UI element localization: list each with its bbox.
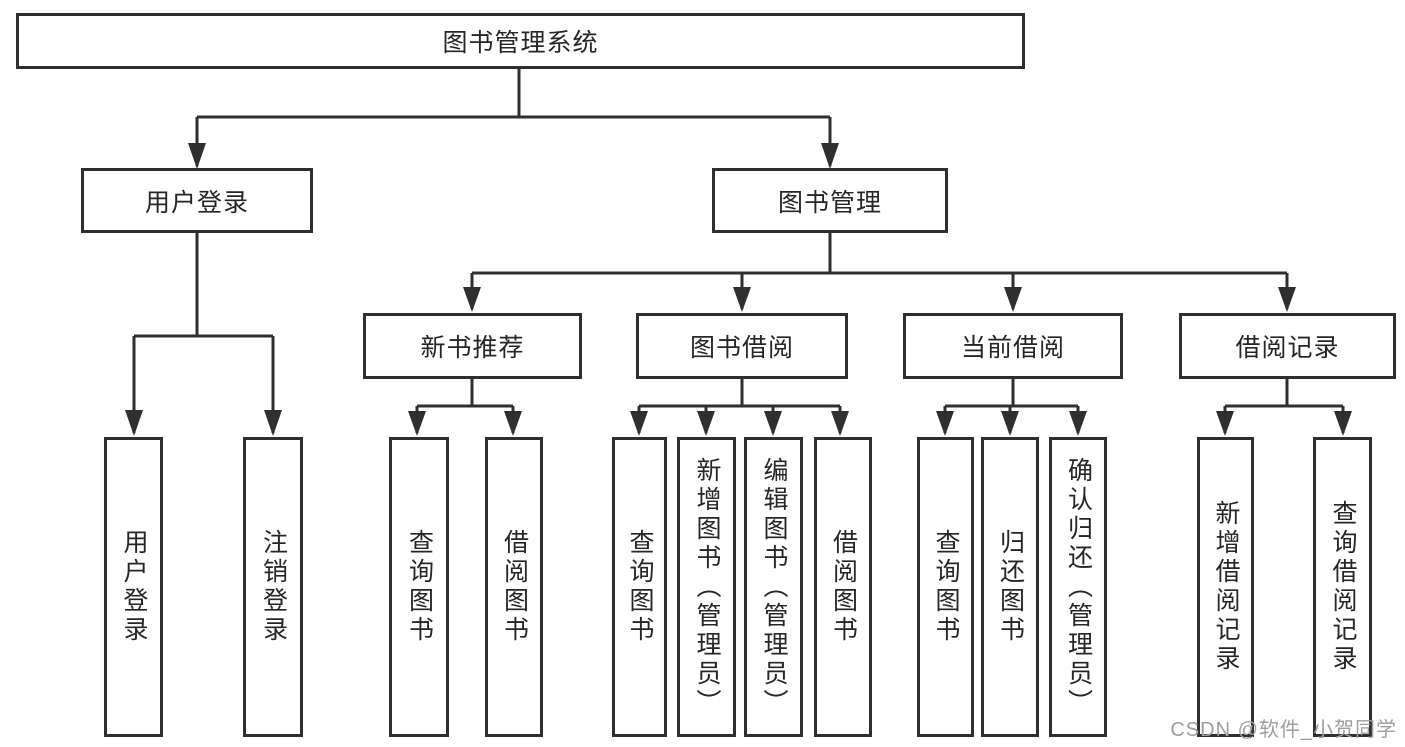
leaf-add-borrow-record: 新增借阅记录 (1197, 437, 1254, 737)
node-book-borrowing-label: 图书借阅 (689, 334, 794, 362)
node-book-management: 图书管理 (712, 168, 948, 233)
leaf-confirm-return-admin-label: 确认归还（管理员） (1064, 456, 1093, 718)
leaf-borrow-books-recommend-label: 借阅图书 (500, 529, 529, 645)
leaf-return-books: 归还图书 (981, 437, 1039, 737)
leaf-borrow-books-recommend: 借阅图书 (485, 437, 543, 737)
node-new-book-recommendation-label: 新书推荐 (420, 334, 525, 362)
leaf-user-login: 用户登录 (104, 437, 163, 737)
leaf-edit-books-admin-label: 编辑图书（管理员） (760, 456, 788, 718)
node-borrowing-records: 借阅记录 (1179, 313, 1396, 379)
leaf-edit-books-admin: 编辑图书（管理员） (744, 437, 803, 737)
node-current-borrowing: 当前借阅 (903, 313, 1123, 379)
node-user-login: 用户登录 (81, 168, 313, 233)
node-user-login-label: 用户登录 (144, 188, 249, 217)
node-library-system-label: 图书管理系统 (442, 29, 599, 57)
leaf-return-books-label: 归还图书 (996, 529, 1025, 645)
leaf-query-books-current-label: 查询图书 (932, 529, 960, 645)
leaf-confirm-return-admin: 确认归还（管理员） (1049, 437, 1107, 737)
node-current-borrowing-label: 当前借阅 (960, 334, 1065, 362)
leaf-logout: 注销登录 (243, 437, 303, 737)
node-new-book-recommendation: 新书推荐 (363, 313, 582, 379)
leaf-add-borrow-record-label: 新增借阅记录 (1212, 500, 1240, 674)
arrowheads (125, 143, 1352, 436)
leaf-borrow-books-label: 借阅图书 (829, 529, 858, 645)
node-book-borrowing: 图书借阅 (636, 313, 848, 379)
leaf-add-books-admin-label: 新增图书（管理员） (693, 456, 721, 718)
node-book-management-label: 图书管理 (777, 188, 882, 217)
leaf-query-borrow-record-label: 查询借阅记录 (1329, 500, 1357, 674)
leaf-logout-label: 注销登录 (259, 529, 288, 645)
leaf-query-books-borrowing-label: 查询图书 (626, 529, 654, 645)
leaf-add-books-admin: 新增图书（管理员） (677, 437, 736, 737)
leaf-query-borrow-record: 查询借阅记录 (1313, 437, 1372, 737)
leaf-borrow-books: 借阅图书 (814, 437, 872, 737)
leaf-query-books-recommend-label: 查询图书 (405, 529, 434, 645)
node-borrowing-records-label: 借阅记录 (1235, 334, 1340, 362)
node-library-system: 图书管理系统 (16, 13, 1025, 69)
leaf-query-books-recommend: 查询图书 (389, 437, 449, 737)
leaf-query-books-borrowing: 查询图书 (612, 437, 667, 737)
leaf-user-login-label: 用户登录 (120, 529, 148, 645)
watermark: CSDN @软件_小贺同学 (1170, 719, 1397, 741)
leaf-query-books-current: 查询图书 (917, 437, 974, 737)
